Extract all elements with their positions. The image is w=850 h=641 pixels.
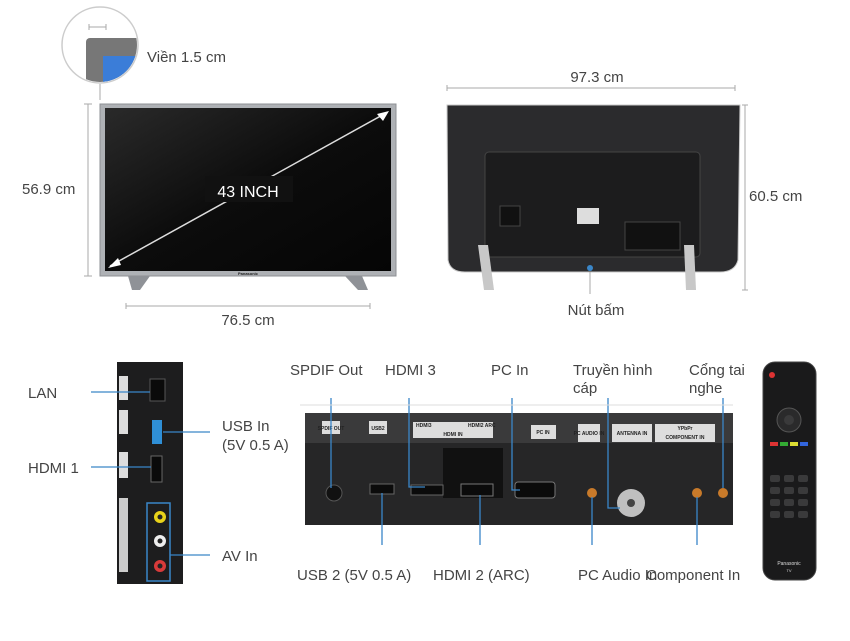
hdmi1-label: HDMI 1 (28, 460, 79, 477)
svg-text:USB2: USB2 (371, 426, 385, 432)
hdmi3-label: HDMI 3 (385, 362, 436, 379)
back-width-label: 97.3 cm (570, 69, 623, 86)
screen-size-label: 43 INCH (217, 184, 278, 201)
pc-in-label: PC In (491, 362, 529, 379)
hdmi2-label: HDMI 2 (ARC) (433, 567, 530, 584)
tv-front: 43 INCH Panasonic (99, 103, 397, 290)
svg-text:Panasonic: Panasonic (777, 561, 801, 567)
lan-label: LAN (28, 385, 57, 402)
bezel-magnifier (61, 6, 139, 100)
front-height-label: 56.9 cm (22, 181, 75, 198)
bezel-label: Viền 1.5 cm (147, 49, 226, 66)
remote-control: Panasonic TV (762, 361, 817, 581)
rear-port-panel: SPDIF OUT USB2 HDMI IN HDMI3 HDMI2 ARC P… (305, 413, 733, 525)
av-in-label: AV In (222, 548, 258, 565)
button-label: Nút bấm (568, 302, 625, 319)
lan-port (149, 378, 166, 402)
spdif-label: SPDIF Out (290, 362, 363, 379)
cable-tv-label-line2: cáp (573, 380, 597, 397)
headphone-label-line2: nghe (689, 380, 722, 397)
front-width-label: 76.5 cm (221, 312, 274, 329)
svg-text:PC AUDIO IN: PC AUDIO IN (574, 431, 605, 437)
back-height-label: 60.5 cm (749, 188, 802, 205)
usb2-label: USB 2 (5V 0.5 A) (297, 567, 411, 584)
svg-text:YPbPr: YPbPr (677, 426, 692, 432)
tv-back (446, 104, 741, 290)
hdmi1-port (150, 455, 163, 483)
usb-port (152, 420, 162, 444)
usb-in-label: USB In (222, 418, 270, 435)
usb-in-spec: (5V 0.5 A) (222, 437, 289, 454)
svg-text:PC IN: PC IN (536, 430, 550, 436)
svg-text:HDMI2 ARC: HDMI2 ARC (468, 423, 496, 429)
component-label: Component In (646, 567, 740, 584)
svg-text:COMPONENT IN: COMPONENT IN (666, 435, 705, 441)
svg-text:ANTENNA IN: ANTENNA IN (617, 431, 648, 437)
svg-text:TV: TV (786, 568, 791, 573)
brand-logo: Panasonic (238, 271, 259, 276)
svg-text:HDMI IN: HDMI IN (443, 432, 463, 438)
side-port-panel (117, 362, 183, 584)
pc-audio-label: PC Audio In (578, 567, 657, 584)
cable-tv-label: Truyền hình (573, 362, 653, 379)
svg-text:HDMI3: HDMI3 (416, 423, 432, 429)
headphone-label: Cổng tai (689, 362, 745, 379)
